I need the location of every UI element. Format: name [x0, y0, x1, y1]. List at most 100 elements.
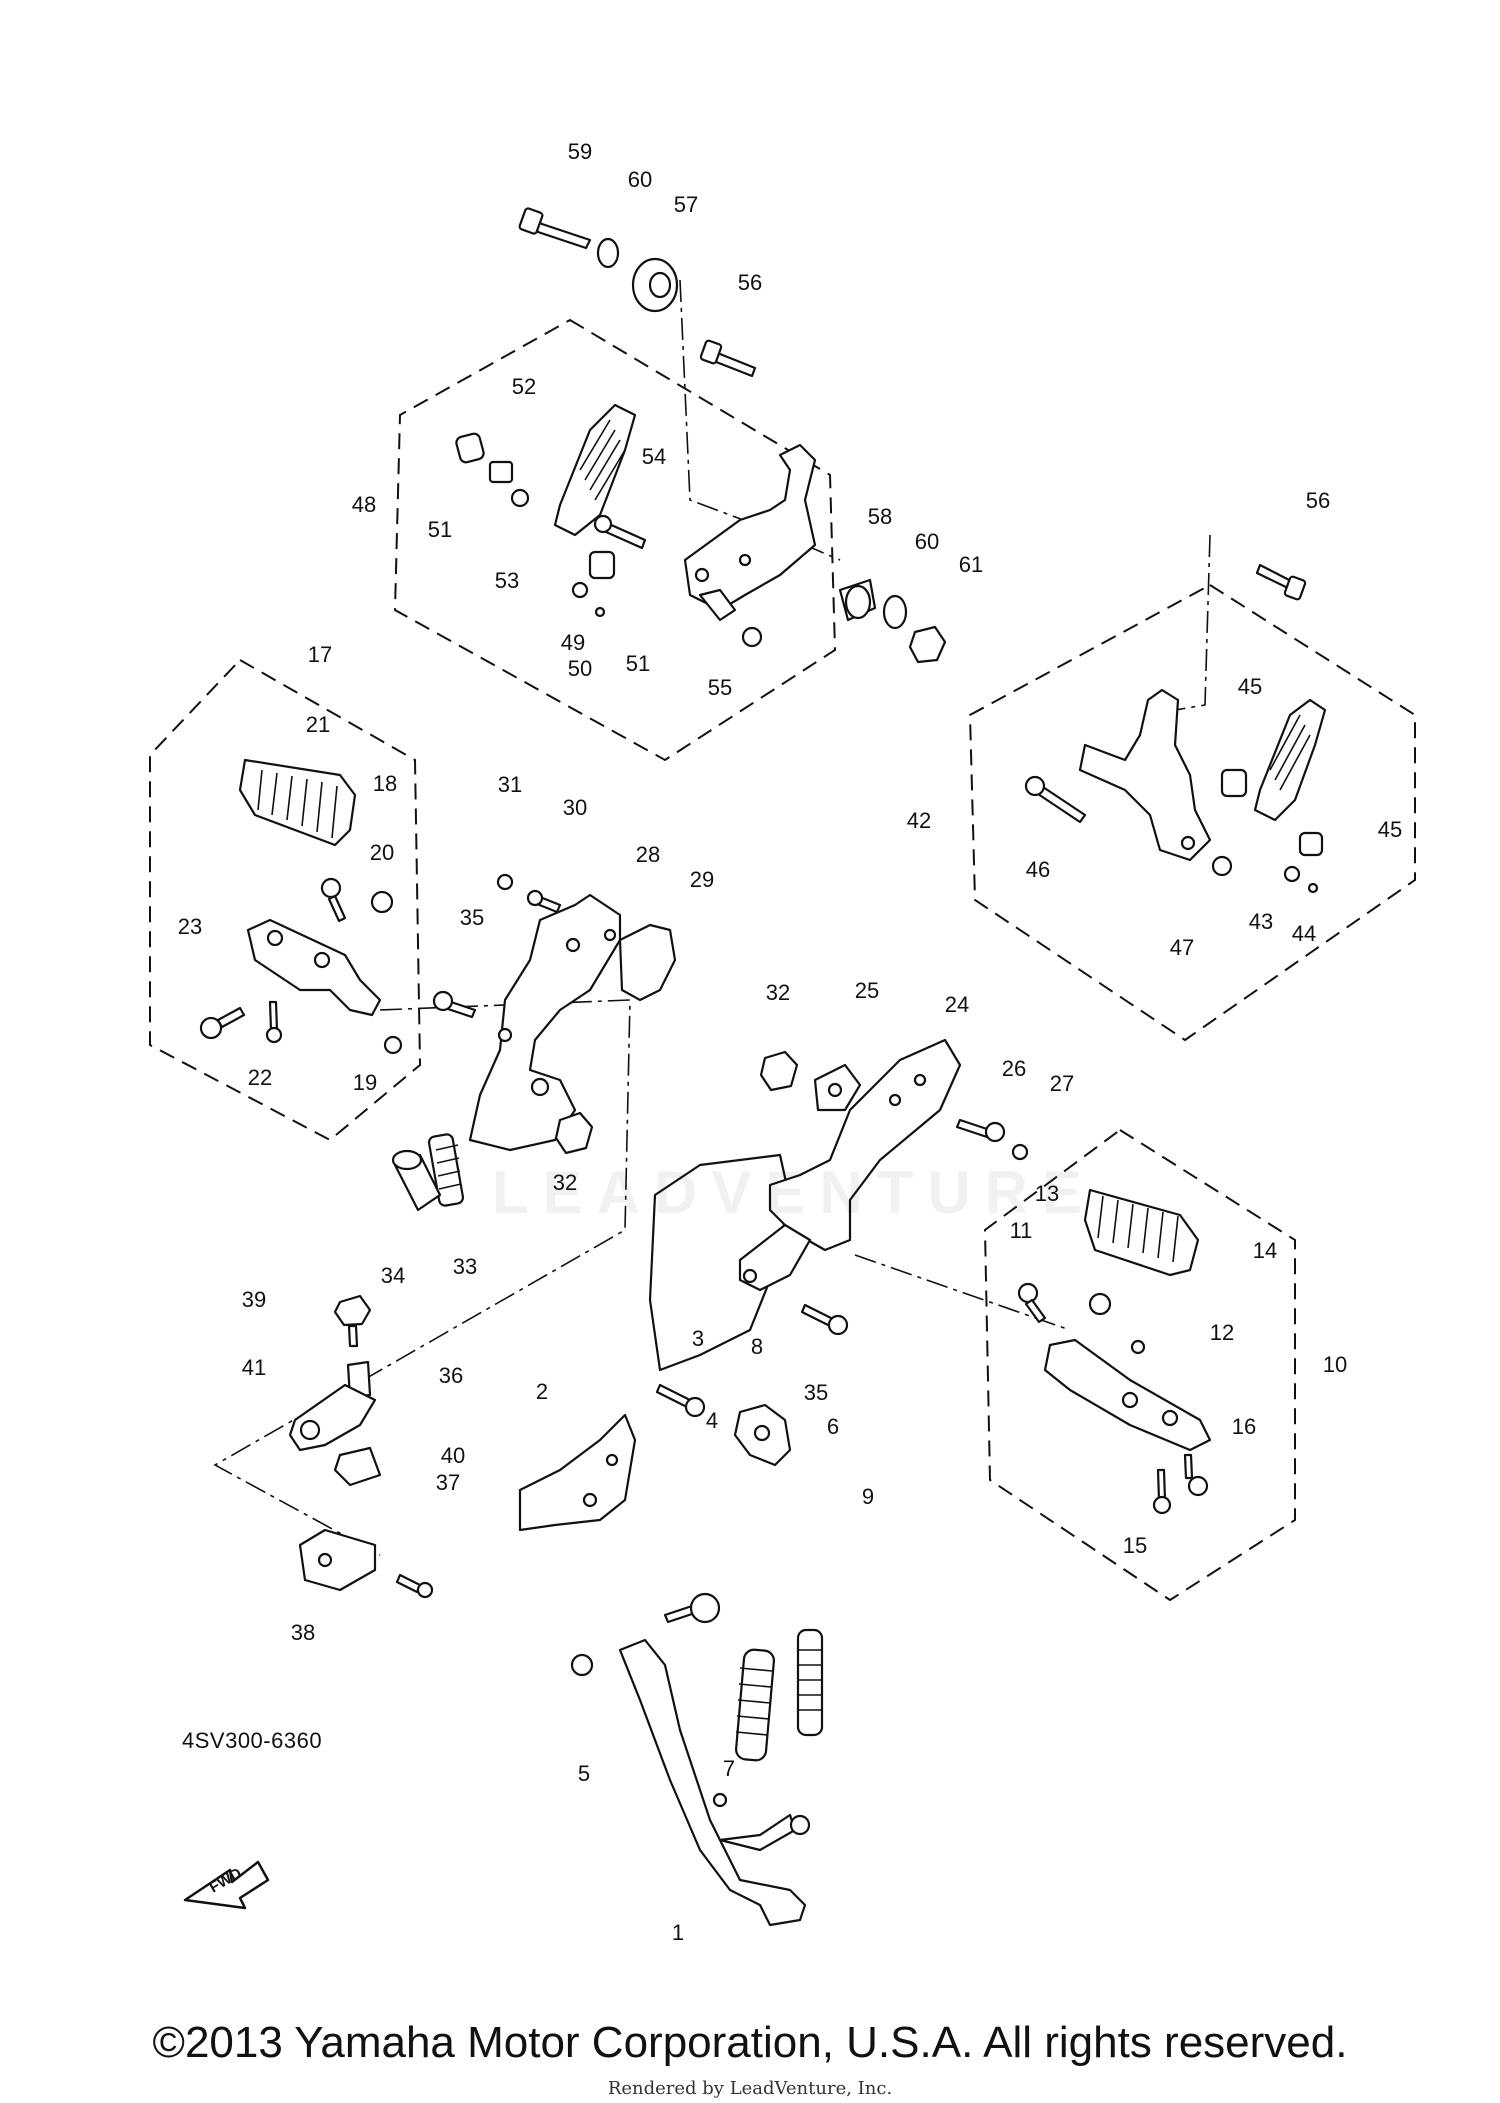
group-outline-42	[968, 583, 1416, 1042]
washer-60-top	[596, 237, 620, 269]
collar-34	[391, 1149, 442, 1212]
callout-42: 42	[907, 808, 931, 833]
callout-57: 57	[674, 192, 698, 217]
bolt-35-left	[432, 990, 477, 1019]
stay-38	[298, 1528, 377, 1592]
callout-2: 2	[536, 1379, 548, 1404]
callout-13: 13	[1035, 1181, 1059, 1206]
bolt-15	[1152, 1468, 1172, 1515]
callout-44: 44	[1292, 921, 1316, 946]
callout-41: 41	[242, 1355, 266, 1380]
callout-46: 46	[1026, 857, 1050, 882]
callout-45: 45	[1378, 817, 1402, 842]
group-outline-10	[983, 1128, 1296, 1602]
rear-footpeg-top	[553, 403, 637, 537]
bolt-39	[333, 1294, 372, 1348]
callout-39: 39	[242, 1287, 266, 1312]
rendered-by-notice: Rendered by LeadVenture, Inc.	[607, 2078, 893, 2099]
bolt-56-right	[1255, 563, 1307, 601]
spring-pin-49	[571, 581, 589, 599]
group-outline-17	[149, 658, 422, 1142]
callout-4: 4	[706, 1408, 718, 1433]
callout-59: 59	[568, 139, 592, 164]
footrest-rubber-21	[238, 758, 357, 847]
callout-8: 8	[751, 1334, 763, 1359]
spring-pin-43	[1283, 865, 1301, 883]
washer-53	[510, 488, 530, 508]
callout-16: 16	[1232, 1414, 1256, 1439]
washer-19	[383, 1035, 403, 1055]
bolt-56-top	[699, 339, 757, 378]
bolt-35-right	[800, 1303, 849, 1336]
callout-1: 1	[672, 1920, 684, 1945]
bolt-16	[1183, 1453, 1209, 1497]
bolt-30	[526, 889, 562, 914]
footrest-17	[246, 918, 382, 1017]
rear-footrest-bracket-top	[683, 443, 817, 622]
callout-56: 56	[1306, 488, 1330, 513]
callout-27: 27	[1050, 1071, 1074, 1096]
copyright-notice: ©2013 Yamaha Motor Corporation, U.S.A. A…	[152, 2018, 1348, 2067]
callout-61: 61	[959, 552, 983, 577]
sidestand-1	[618, 1638, 811, 1927]
callout-60: 60	[915, 529, 939, 554]
callout-31: 31	[498, 772, 522, 797]
washer-12	[1130, 1339, 1146, 1355]
callout-53: 53	[495, 568, 519, 593]
frame-section	[648, 1153, 792, 1372]
callout-9: 9	[862, 1484, 874, 1509]
bracket-25	[813, 1063, 862, 1112]
washer-60-right	[882, 594, 908, 630]
callout-35: 35	[804, 1380, 828, 1405]
callout-36: 36	[439, 1363, 463, 1388]
plate-52	[488, 460, 514, 484]
callout-51: 51	[626, 651, 650, 676]
callout-38: 38	[291, 1620, 315, 1645]
forward-direction-arrow: FWD	[183, 1860, 270, 1910]
callout-43: 43	[1249, 909, 1273, 934]
bolt-4	[663, 1592, 721, 1624]
sidestand-bracket-2	[518, 1413, 637, 1532]
bolt-3	[655, 1383, 706, 1418]
callout-33: 33	[453, 1254, 477, 1279]
callout-40: 40	[441, 1443, 465, 1468]
nut-32-left	[554, 1111, 594, 1155]
nut-47	[1211, 855, 1233, 877]
callout-17: 17	[308, 642, 332, 667]
pin-11	[1017, 1282, 1047, 1324]
callout-24: 24	[945, 992, 969, 1017]
rear-footpeg-right	[1253, 698, 1327, 822]
footrest-bracket-24	[738, 1038, 962, 1292]
callout-19: 19	[353, 1070, 377, 1095]
callout-55: 55	[708, 675, 732, 700]
spring-13	[1088, 1292, 1112, 1316]
callout-49: 49	[561, 630, 585, 655]
callout-58: 58	[868, 504, 892, 529]
collar-57	[631, 257, 679, 313]
bolt-46	[1024, 775, 1087, 824]
reference-line-rear-bracket	[1174, 534, 1211, 711]
callout-37: 37	[436, 1470, 460, 1495]
footrest-rubber-14	[1083, 1188, 1200, 1277]
callout-29: 29	[690, 867, 714, 892]
callout-48: 48	[352, 492, 376, 517]
callout-10: 10	[1323, 1352, 1347, 1377]
bracket-36	[288, 1383, 377, 1452]
callout-5: 5	[578, 1761, 590, 1786]
diagram-code: 4SV300-6360	[182, 1728, 323, 1753]
watermark: LEADVENTURE	[492, 1159, 1097, 1226]
callout-6: 6	[827, 1414, 839, 1439]
callout-45: 45	[1238, 674, 1262, 699]
callout-14: 14	[1253, 1238, 1277, 1263]
callout-18: 18	[373, 771, 397, 796]
washer-31	[496, 873, 514, 891]
plate-8	[733, 1403, 792, 1467]
washer-27	[1011, 1143, 1029, 1161]
bracket-cover-29	[618, 923, 677, 1002]
spring-20	[370, 890, 394, 914]
plate-51-right	[588, 550, 616, 580]
callout-56: 56	[738, 270, 762, 295]
callout-52: 52	[512, 374, 536, 399]
callout-25: 25	[855, 978, 879, 1003]
nut-55	[741, 626, 763, 648]
